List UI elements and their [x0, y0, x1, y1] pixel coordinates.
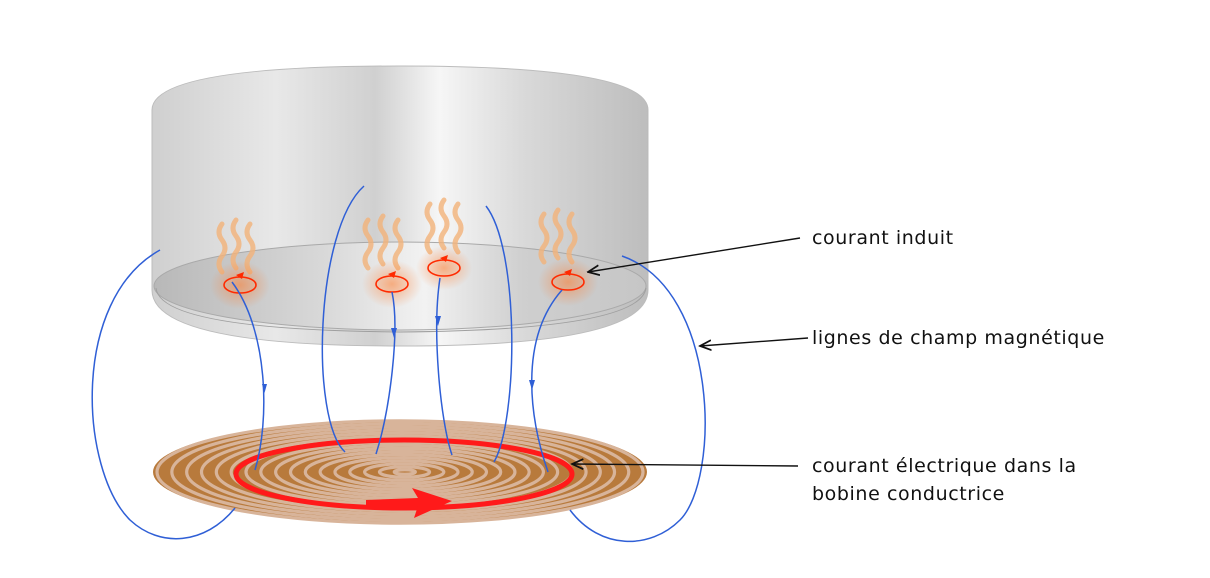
field-line-arrowheads: [262, 316, 535, 393]
pan-bottom-rim: [155, 287, 647, 333]
coil-ring: [377, 465, 432, 479]
coil-ring: [363, 462, 446, 482]
coil-ring: [333, 455, 474, 489]
coil-ring: [214, 431, 588, 513]
heat-waves: [216, 197, 578, 275]
label-coil-current-line1: courant électrique dans la: [812, 455, 1077, 477]
magnetic-field-lines: [91, 185, 706, 542]
field-line-inner-left: [231, 281, 265, 471]
induced-current-loop-4: [538, 258, 598, 306]
field-arrow-1: [262, 384, 267, 393]
heat-wave-group-2: [362, 213, 404, 271]
coil-ring: [392, 468, 417, 476]
label-field-lines: lignes de champ magnétique: [812, 327, 1105, 349]
field-line-outer-left: [91, 249, 236, 540]
heat-wave-group-4: [538, 207, 578, 265]
coil-current-direction-arrow: [366, 488, 452, 518]
induced-current-loop-1: [210, 261, 270, 309]
labels: courant induit lignes de champ magnétiqu…: [812, 227, 1105, 505]
coil-ring: [155, 419, 645, 525]
coil-ring: [199, 428, 602, 516]
coil-ring: [288, 446, 517, 498]
field-line-center-left: [321, 185, 365, 453]
coil-current-loop: [233, 437, 575, 511]
field-arrow-2: [391, 328, 397, 338]
field-arrow-3: [435, 316, 441, 326]
heat-wave-group-3: [424, 197, 464, 255]
coil-ring: [318, 452, 489, 492]
field-arrow-4: [529, 380, 535, 390]
induced-current-loop-3: [416, 246, 472, 290]
coil-ring: [170, 422, 631, 522]
leader-coil-current: [572, 464, 799, 466]
label-induced-current: courant induit: [812, 227, 954, 249]
leader-lines: [572, 237, 809, 466]
coil-ring: [303, 449, 503, 495]
coil-ring: [348, 459, 460, 485]
field-line-outer-right: [569, 255, 706, 542]
field-line-center-a: [375, 291, 396, 455]
field-line-center-right: [485, 205, 513, 463]
field-line-center-b: [436, 277, 453, 456]
coil: [153, 419, 647, 525]
induced-current-loop-2: [362, 260, 422, 308]
leader-induced-current: [588, 237, 801, 272]
induced-currents: [210, 246, 598, 309]
label-coil-current-line2: bobine conductrice: [812, 483, 1005, 505]
coil-ring: [185, 425, 617, 519]
leader-field-lines: [700, 337, 809, 346]
